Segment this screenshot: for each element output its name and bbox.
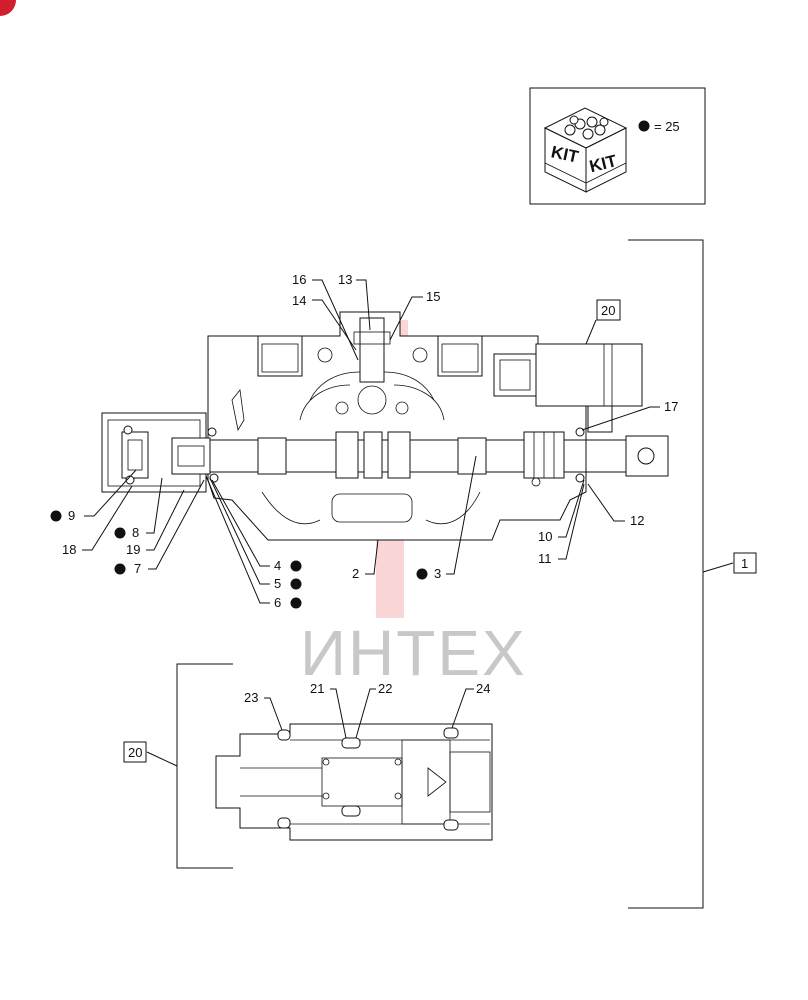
watermark-text: ИНТЕХ <box>300 617 527 689</box>
callout-8: 8 <box>132 525 139 540</box>
kit-legend-dot <box>638 120 650 132</box>
callout-10: 10 <box>538 529 552 544</box>
callout-12: 12 <box>630 513 644 528</box>
callout-19: 19 <box>126 542 140 557</box>
kit-dot-4 <box>290 560 302 572</box>
kit-box: KIT KIT = 25 <box>529 87 706 205</box>
callout-5: 5 <box>274 576 281 591</box>
kit-dot-6 <box>290 597 302 609</box>
callout-2: 2 <box>352 566 359 581</box>
callout-4: 4 <box>274 558 281 573</box>
callout-7: 7 <box>134 561 141 576</box>
corner-badge <box>0 0 16 16</box>
callout-9: 9 <box>68 508 75 523</box>
callout-21: 21 <box>310 681 324 696</box>
callout-18: 18 <box>62 542 76 557</box>
callouts-upper: 16 13 14 15 17 12 10 11 2 3 4 5 <box>50 272 678 610</box>
kit-dot-7 <box>114 563 126 575</box>
control-valve-section: 20 <box>101 299 669 541</box>
callout-14: 14 <box>292 293 306 308</box>
kit-legend-text: = 25 <box>654 119 680 134</box>
callout-24: 24 <box>476 681 490 696</box>
kit-dot-5 <box>290 578 302 590</box>
callout-16: 16 <box>292 272 306 287</box>
kit-dot-8 <box>114 527 126 539</box>
callout-11: 11 <box>538 551 552 566</box>
callout-1: 1 <box>741 556 748 571</box>
callout-13: 13 <box>338 272 352 287</box>
callout-20-top: 20 <box>601 303 615 318</box>
kit-dot-9 <box>50 510 62 522</box>
callout-6: 6 <box>274 595 281 610</box>
callout-22: 22 <box>378 681 392 696</box>
assembly-bracket: 1 <box>628 239 757 909</box>
relief-valve-detail: 20 23 21 22 24 <box>123 663 493 869</box>
callout-23: 23 <box>244 690 258 705</box>
kit-cube-icon <box>543 107 628 193</box>
kit-dot-3 <box>416 568 428 580</box>
callout-15: 15 <box>426 289 440 304</box>
callout-3: 3 <box>434 566 441 581</box>
callout-20-detail: 20 <box>128 745 142 760</box>
callout-17: 17 <box>664 399 678 414</box>
